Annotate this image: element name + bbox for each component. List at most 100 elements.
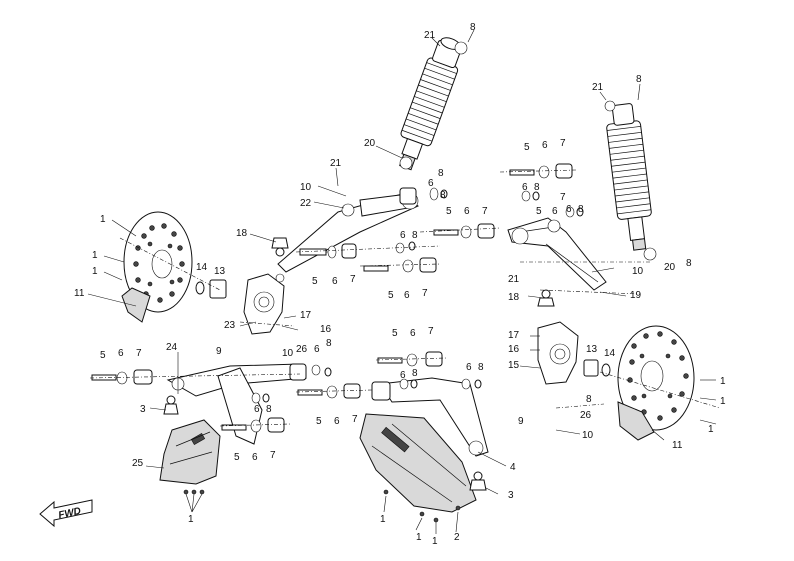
callout-26: 26 bbox=[296, 344, 308, 355]
callout-21: 21 bbox=[592, 82, 604, 93]
callout-22: 22 bbox=[300, 198, 312, 209]
callout-17: 17 bbox=[300, 310, 312, 321]
callout-7: 7 bbox=[422, 288, 428, 299]
callout-8: 8 bbox=[326, 338, 332, 349]
callout-19: 19 bbox=[630, 290, 642, 301]
left-shock-absorber bbox=[399, 37, 468, 171]
callout-1: 1 bbox=[100, 214, 106, 225]
callout-18: 18 bbox=[236, 228, 248, 239]
callout-25: 25 bbox=[132, 458, 144, 469]
callout-20: 20 bbox=[364, 138, 376, 149]
callout-1: 1 bbox=[380, 514, 386, 525]
fwd-label: FWD bbox=[57, 506, 82, 521]
callout-21: 21 bbox=[424, 30, 436, 41]
callout-5: 5 bbox=[536, 206, 542, 217]
callout-10: 10 bbox=[582, 430, 594, 441]
callout-8: 8 bbox=[470, 22, 476, 33]
right-steering-knuckle bbox=[537, 321, 611, 385]
left-steering-knuckle bbox=[243, 273, 285, 335]
callout-6: 6 bbox=[428, 178, 434, 189]
callout-8: 8 bbox=[636, 74, 642, 85]
callout-10: 10 bbox=[632, 266, 644, 277]
callout-6: 6 bbox=[552, 206, 558, 217]
callout-1: 1 bbox=[720, 396, 726, 407]
callout-17: 17 bbox=[508, 330, 520, 341]
fwd-arrow: FWD bbox=[39, 499, 93, 528]
callout-6: 6 bbox=[404, 290, 410, 301]
callout-5: 5 bbox=[316, 416, 322, 427]
callout-14: 14 bbox=[604, 348, 616, 359]
callout-1: 1 bbox=[188, 514, 194, 525]
callout-8: 8 bbox=[438, 168, 444, 179]
callout-16: 16 bbox=[320, 324, 332, 335]
callout-23: 23 bbox=[224, 320, 236, 331]
callout-6: 6 bbox=[254, 404, 260, 415]
right-shock-absorber bbox=[604, 100, 657, 261]
callout-5: 5 bbox=[100, 350, 106, 361]
ball-joints bbox=[163, 237, 555, 491]
lower-right-a-arm bbox=[371, 377, 489, 457]
callout-8: 8 bbox=[440, 190, 446, 201]
callout-7: 7 bbox=[428, 326, 434, 337]
callout-6: 6 bbox=[522, 182, 528, 193]
callout-6: 6 bbox=[464, 206, 470, 217]
callout-numbers: 21 8 21 8 20 21 8 10 22 6 8 5 6 7 6 8 5 … bbox=[74, 22, 726, 547]
callout-20: 20 bbox=[664, 262, 676, 273]
callout-6: 6 bbox=[400, 370, 406, 381]
leader-lines bbox=[87, 29, 717, 534]
callout-8: 8 bbox=[586, 394, 592, 405]
left-brake-disc bbox=[121, 211, 227, 323]
callout-18: 18 bbox=[508, 292, 520, 303]
callout-6: 6 bbox=[332, 276, 338, 287]
callout-6: 6 bbox=[566, 204, 572, 215]
callout-5: 5 bbox=[392, 328, 398, 339]
callout-11: 11 bbox=[672, 440, 683, 451]
callout-8: 8 bbox=[266, 404, 272, 415]
callout-5: 5 bbox=[234, 452, 240, 463]
callout-3: 3 bbox=[508, 490, 514, 501]
callout-1: 1 bbox=[92, 250, 98, 261]
right-skid-plate bbox=[359, 413, 477, 513]
callout-8: 8 bbox=[578, 204, 584, 215]
callout-9: 9 bbox=[216, 346, 222, 357]
callout-6: 6 bbox=[542, 140, 548, 151]
callout-6: 6 bbox=[466, 362, 472, 373]
callout-8: 8 bbox=[412, 368, 418, 379]
callout-6: 6 bbox=[314, 344, 320, 355]
callout-6: 6 bbox=[400, 230, 406, 241]
callout-21: 21 bbox=[330, 158, 342, 169]
callout-10: 10 bbox=[300, 182, 312, 193]
assembly-centerlines bbox=[89, 169, 721, 427]
callout-9: 9 bbox=[518, 416, 524, 427]
callout-16: 16 bbox=[508, 344, 520, 355]
callout-7: 7 bbox=[560, 138, 566, 149]
callout-5: 5 bbox=[388, 290, 394, 301]
callout-5: 5 bbox=[524, 142, 530, 153]
callout-8: 8 bbox=[686, 258, 692, 269]
callout-14: 14 bbox=[196, 262, 208, 273]
upper-right-a-arm bbox=[507, 217, 607, 291]
callout-24: 24 bbox=[166, 342, 178, 353]
callout-1: 1 bbox=[720, 376, 726, 387]
callout-5: 5 bbox=[446, 206, 452, 217]
callout-1: 1 bbox=[432, 536, 438, 547]
callout-7: 7 bbox=[560, 192, 566, 203]
callout-21: 21 bbox=[508, 274, 520, 285]
left-skid-plate bbox=[159, 419, 221, 485]
upper-left-a-arm bbox=[277, 192, 419, 273]
callout-8: 8 bbox=[412, 230, 418, 241]
callout-13: 13 bbox=[586, 344, 598, 355]
callout-15: 15 bbox=[508, 360, 520, 371]
callout-6: 6 bbox=[252, 452, 258, 463]
callout-6: 6 bbox=[334, 416, 340, 427]
callout-1: 1 bbox=[92, 266, 98, 277]
callout-1: 1 bbox=[708, 424, 714, 435]
callout-7: 7 bbox=[270, 450, 276, 461]
callout-8: 8 bbox=[534, 182, 540, 193]
callout-7: 7 bbox=[136, 348, 142, 359]
callout-5: 5 bbox=[312, 276, 318, 287]
callout-10: 10 bbox=[282, 348, 294, 359]
callout-13: 13 bbox=[214, 266, 226, 277]
callout-26: 26 bbox=[580, 410, 592, 421]
